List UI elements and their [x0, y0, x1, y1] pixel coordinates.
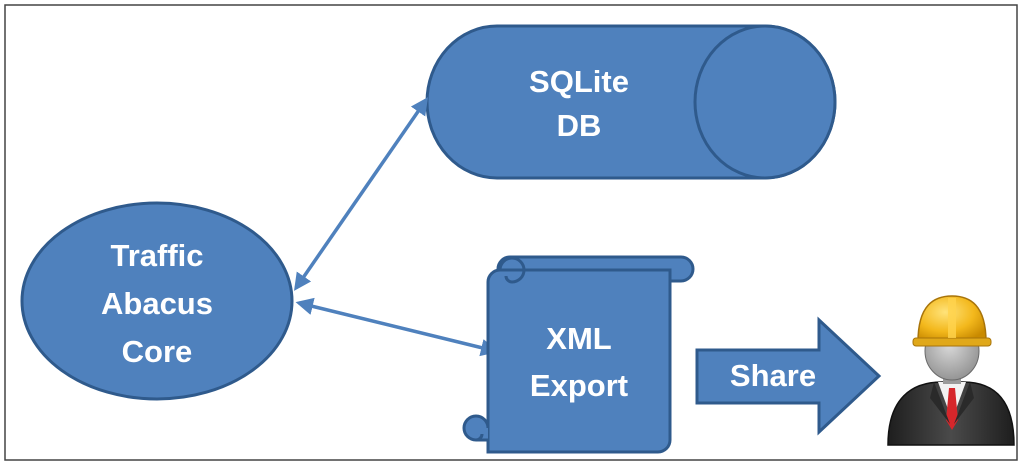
db-label-line2: DB — [557, 108, 602, 143]
database-cylinder-end — [693, 24, 837, 180]
db-label-line1: SQLite — [529, 64, 629, 99]
share-label: Share — [730, 358, 816, 393]
core-label-line1: Traffic — [110, 238, 203, 273]
core-label-line3: Core — [122, 334, 193, 369]
core-label-line2: Abacus — [101, 286, 213, 321]
xml-label-line1: XML — [546, 321, 611, 356]
engineer-hardhat-icon — [887, 295, 1015, 446]
xml-scroll: XML Export — [462, 255, 695, 454]
share-arrow: Share — [695, 316, 882, 436]
core-to-db-connector — [294, 97, 428, 291]
database-cylinder: SQLite DB — [425, 24, 837, 180]
xml-label-line2: Export — [530, 368, 628, 403]
core-to-xml-connector — [295, 297, 499, 357]
core-ellipse: Traffic Abacus Core — [20, 201, 294, 401]
